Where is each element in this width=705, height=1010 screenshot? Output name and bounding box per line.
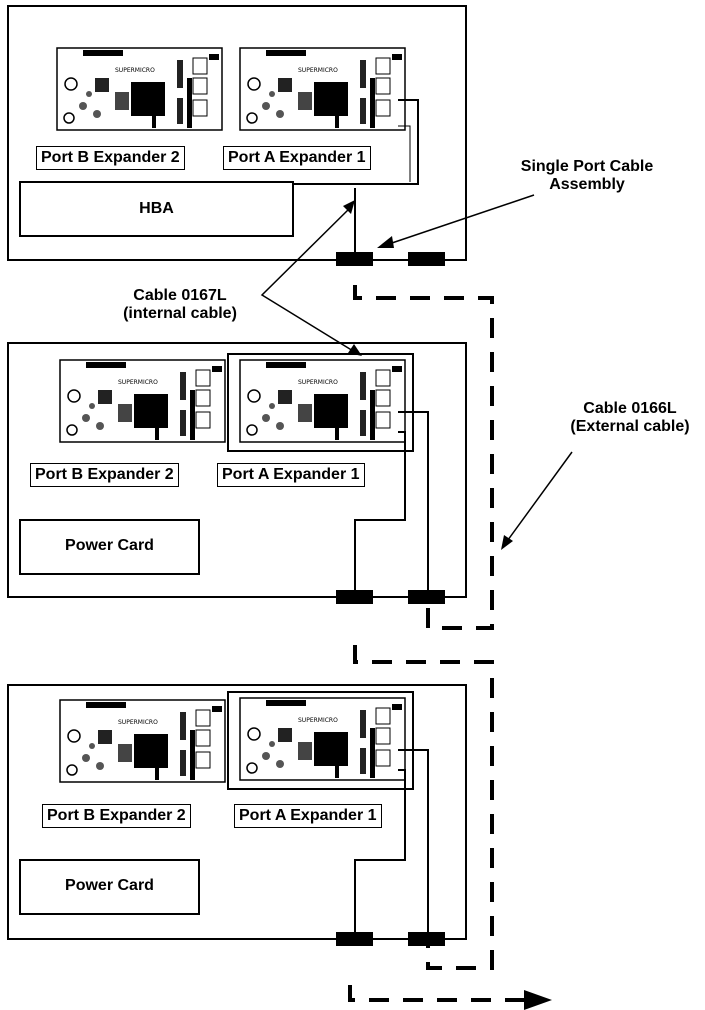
hba-card [19, 181, 294, 237]
power-card-3 [19, 859, 200, 915]
connector-3a [336, 932, 373, 946]
single-port-callout-line1: Single Port Cable [520, 158, 654, 175]
external-cable-pointer [504, 451, 573, 545]
port-a-expander-label-3: Port A Expander 1 [234, 804, 382, 828]
port-b-expander-label-2: Port B Expander 2 [30, 463, 179, 487]
external-cable-callout: Cable 0166L (External cable) [556, 400, 704, 436]
power-card-label-2: Power Card [65, 537, 154, 554]
power-card-2 [19, 519, 200, 575]
single-port-pointer [382, 194, 535, 247]
connector-1a [336, 252, 373, 266]
cable-1-route [293, 99, 419, 185]
single-port-callout-line2: Assembly [549, 176, 625, 193]
connector-2b [408, 590, 445, 604]
expander-a-highlight-2 [227, 353, 414, 452]
internal-cable-callout-line2: (internal cable) [123, 305, 237, 322]
hba-label: HBA [139, 200, 174, 217]
connector-2a [336, 590, 373, 604]
power-card-label-3: Power Card [65, 877, 154, 894]
internal-cable-callout-line1: Cable 0167L [133, 287, 227, 304]
external-cable-callout-line1: Cable 0166L [583, 400, 677, 417]
connector-1b [408, 252, 445, 266]
port-b-expander-label-1: Port B Expander 2 [36, 146, 185, 170]
external-cable-out [348, 985, 530, 1002]
single-port-callout: Single Port Cable Assembly [482, 158, 692, 194]
expander-a-highlight-3 [227, 691, 414, 790]
external-cable-1 [353, 285, 494, 630]
expander-board-b-1 [56, 47, 223, 131]
output-arrowhead [524, 990, 552, 1010]
port-a-expander-label-2: Port A Expander 1 [217, 463, 365, 487]
external-cable-callout-line2: (External cable) [570, 418, 690, 435]
expander-board-b-3 [59, 699, 226, 783]
internal-cable-pointer [260, 205, 359, 355]
internal-cable-callout: Cable 0167L (internal cable) [110, 287, 250, 323]
expander-board-b-2 [59, 359, 226, 443]
expander-board-a-1 [239, 47, 406, 131]
port-b-expander-label-3: Port B Expander 2 [42, 804, 191, 828]
external-cable-2 [353, 645, 494, 970]
port-a-expander-label-1: Port A Expander 1 [223, 146, 371, 170]
expander-board-a-3 [239, 697, 406, 781]
expander-board-a-2 [239, 359, 406, 443]
connector-3b [408, 932, 445, 946]
